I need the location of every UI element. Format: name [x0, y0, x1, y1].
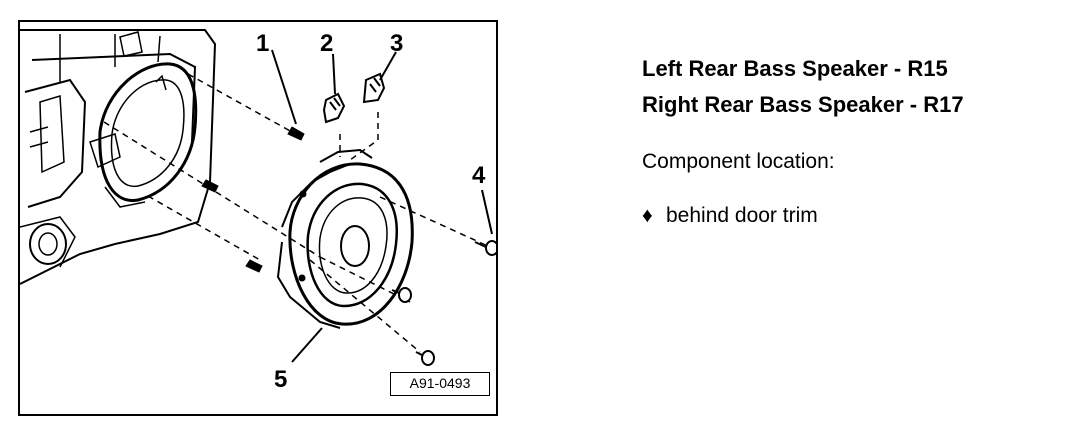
title-left-rear-speaker: Left Rear Bass Speaker - R15	[642, 56, 948, 81]
callout-3: 3	[390, 30, 404, 57]
expanding-clips	[201, 126, 305, 273]
screws	[391, 240, 496, 366]
callout-4: 4	[472, 162, 486, 189]
bass-speaker	[276, 148, 414, 329]
component-location-heading: Component location:	[642, 150, 835, 173]
door-panel	[20, 29, 217, 285]
callout-leaders	[271, 49, 493, 363]
figure-reference-code: A91-0493	[390, 372, 490, 396]
component-location-text: behind door trim	[666, 204, 818, 227]
speaker-clips	[322, 72, 386, 124]
diagram-drawing	[20, 29, 496, 366]
callout-2: 2	[320, 30, 334, 57]
alignment-lines	[103, 73, 491, 353]
speaker-exploded-diagram: 1 2 3 4 5 A91-0493	[18, 20, 498, 416]
door-speaker-opening	[98, 62, 198, 208]
component-location-item: ♦ behind door trim	[642, 204, 818, 228]
callout-5: 5	[274, 366, 288, 393]
diamond-bullet-icon: ♦	[642, 204, 653, 227]
title-right-rear-speaker: Right Rear Bass Speaker - R17	[642, 92, 964, 117]
callout-1: 1	[256, 30, 270, 57]
